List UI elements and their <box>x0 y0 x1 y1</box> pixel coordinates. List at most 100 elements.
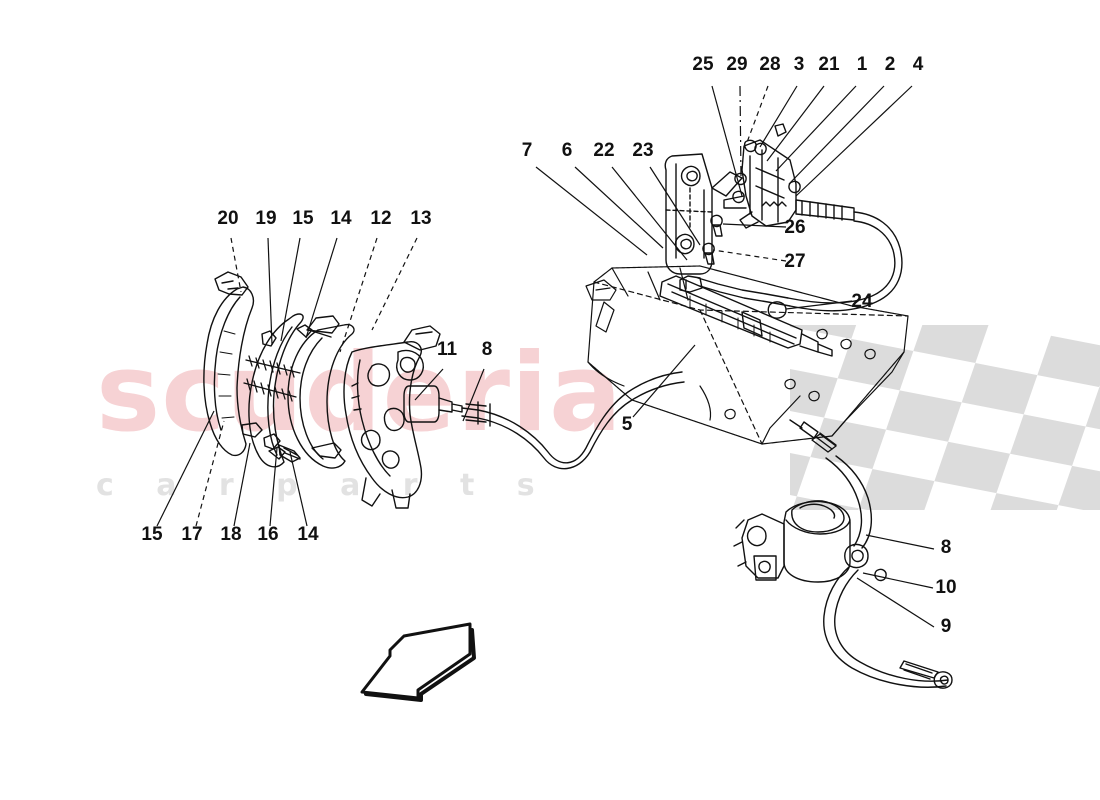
leader-line-25 <box>711 85 743 197</box>
callout-label-1[interactable]: 1 <box>857 54 868 75</box>
leader-line-12 <box>339 237 378 353</box>
leader-line-13 <box>371 237 418 331</box>
callout-group-left-top-group: 20 19 15 14 12 13 <box>217 208 432 353</box>
callout-label-8[interactable]: 8 <box>482 339 493 360</box>
callout-label-2[interactable]: 2 <box>885 54 896 75</box>
callout-label-17[interactable]: 17 <box>181 524 202 545</box>
leader-line-3 <box>759 85 798 148</box>
checkered-flag-icon <box>790 325 1100 510</box>
hold-down-cup <box>263 433 281 450</box>
hub-carrier-body <box>343 341 423 499</box>
shoe-strut-lower <box>311 442 342 459</box>
callout-label-13[interactable]: 13 <box>410 208 431 229</box>
return-spring-upper <box>245 355 301 378</box>
hub-bore <box>367 363 391 387</box>
leader-line-1 <box>775 85 857 172</box>
cable-end-sleeve <box>899 660 939 679</box>
bolt-29 <box>734 172 747 186</box>
callout-label-12[interactable]: 12 <box>370 208 391 229</box>
callout-label-6[interactable]: 6 <box>562 140 573 161</box>
leader-line-28 <box>745 85 769 146</box>
callout-label-16[interactable]: 16 <box>257 524 278 545</box>
leader-line-29 <box>739 85 742 179</box>
shoe-strut-upper <box>306 315 340 334</box>
callout-group-right-group: 26 27 24 <box>712 217 873 312</box>
brake-equalizer-rod-5 <box>659 275 833 357</box>
brake-shoe-assembly <box>203 271 355 469</box>
callout-group-mid-group: 7 6 22 23 <box>522 140 701 261</box>
callout-label-11[interactable]: 11 <box>437 339 458 360</box>
leader-line-20 <box>230 237 242 293</box>
cable-spring-sleeve <box>795 199 855 221</box>
leader-line-5 <box>632 344 696 418</box>
callout-label-14[interactable]: 14 <box>330 208 352 229</box>
callout-label-15[interactable]: 15 <box>292 208 314 229</box>
leader-line-14 <box>305 237 338 339</box>
callout-label-24[interactable]: 24 <box>851 291 873 312</box>
callout-group-left-bottom-group: 15 17 18 16 14 <box>141 410 319 545</box>
callout-label-25[interactable]: 25 <box>692 54 714 75</box>
callout-label-5[interactable]: 5 <box>622 414 633 435</box>
callout-label-21[interactable]: 21 <box>818 54 840 75</box>
cable-ferrule-upper <box>811 433 837 453</box>
callout-label-27[interactable]: 27 <box>784 251 805 272</box>
callout-label-15[interactable]: 15 <box>141 524 163 545</box>
callout-label-14[interactable]: 14 <box>297 524 319 545</box>
button-rod-21 <box>774 123 787 137</box>
bolt-3 <box>754 142 767 156</box>
pin-27 <box>702 242 715 256</box>
callout-label-4[interactable]: 4 <box>913 54 924 75</box>
callout-label-28[interactable]: 28 <box>759 54 780 75</box>
callout-label-18[interactable]: 18 <box>220 524 241 545</box>
hub-cap <box>791 500 845 533</box>
callout-label-20[interactable]: 20 <box>217 208 238 229</box>
return-spring-lower <box>243 378 297 402</box>
adjuster-wheel <box>261 330 277 347</box>
caliper-arm <box>403 325 441 351</box>
callout-label-7[interactable]: 7 <box>522 140 533 161</box>
rod-clevis-24 <box>767 301 787 319</box>
leader-line-15 <box>280 237 301 342</box>
leader-line-10 <box>862 572 934 589</box>
pin-26 <box>710 214 723 228</box>
leader-line-4 <box>795 85 913 197</box>
handbrake-cable-loop-26 <box>679 199 903 312</box>
callout-label-3[interactable]: 3 <box>794 54 805 75</box>
floor-bracket-left <box>585 279 617 301</box>
leader-line-17 <box>195 420 225 527</box>
leader-line-23 <box>649 166 701 246</box>
leader-line-2 <box>788 85 885 185</box>
leader-line-6 <box>574 166 664 249</box>
bracket-hole-lower <box>674 233 695 255</box>
callout-label-9[interactable]: 9 <box>941 616 952 637</box>
shoe-spring-seat <box>241 422 263 438</box>
cable-anchor-2 <box>788 180 801 194</box>
leader-line-27 <box>712 249 787 262</box>
callout-label-23[interactable]: 23 <box>632 140 653 161</box>
callout-label-26[interactable]: 26 <box>784 217 805 238</box>
brake-shoe-leading <box>203 286 255 457</box>
callout-label-19[interactable]: 19 <box>255 208 276 229</box>
parking-brake-cable-lower-9 <box>823 565 953 689</box>
direction-of-travel-arrow <box>360 622 476 702</box>
callout-label-29[interactable]: 29 <box>726 54 747 75</box>
leader-line-21 <box>766 85 825 162</box>
leader-line-9 <box>856 577 935 628</box>
leader-line-14 <box>289 451 308 527</box>
callout-label-22[interactable]: 22 <box>593 140 614 161</box>
callout-label-10[interactable]: 10 <box>935 577 956 598</box>
cable-eye-end <box>933 671 953 689</box>
leader-line-22 <box>611 166 688 261</box>
watermark-secondary: c a r p a r t s <box>96 468 551 503</box>
leader-line-8 <box>865 534 935 550</box>
callout-group-bottom-right-group: 8 10 9 <box>856 534 957 637</box>
leader-line-8 <box>462 368 485 422</box>
parking-brake-cable-left-8 <box>461 371 685 470</box>
callout-label-8[interactable]: 8 <box>941 537 952 558</box>
cable-adjuster-sleeve-11 <box>403 385 463 423</box>
leader-line-18 <box>233 442 251 527</box>
handbrake-mount-bracket <box>664 153 743 275</box>
